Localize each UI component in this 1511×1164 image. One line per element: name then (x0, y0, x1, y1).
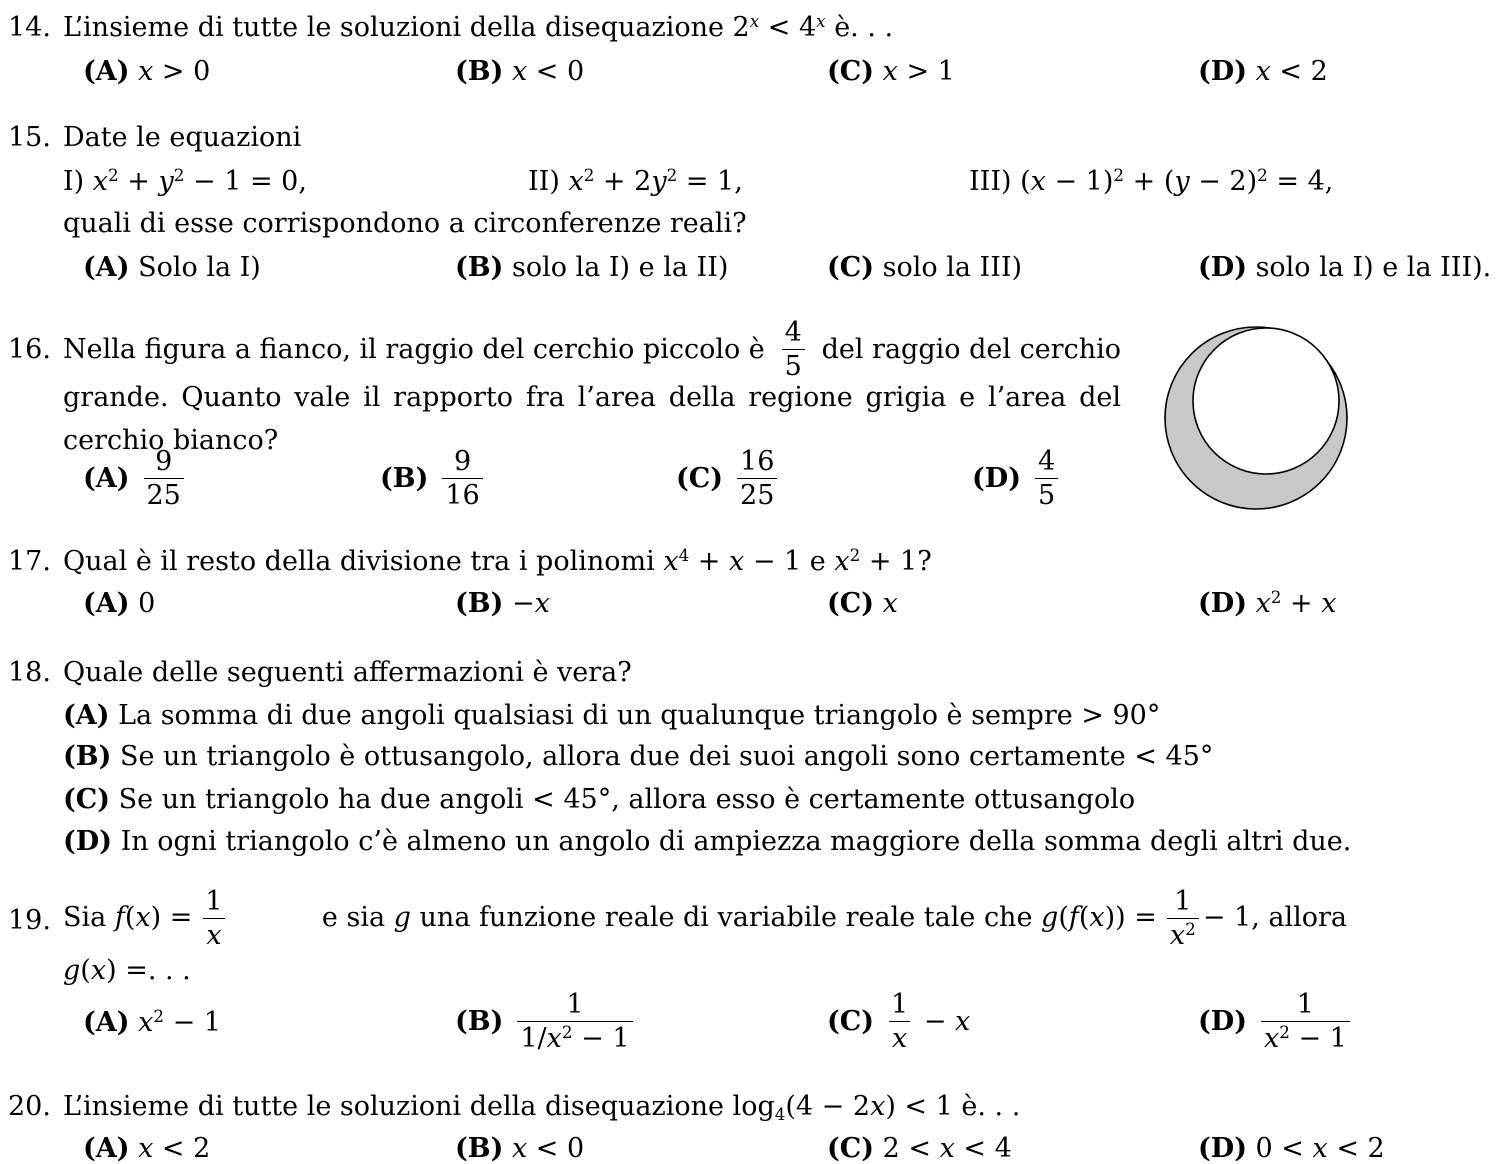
question-16-number: 16. (8, 334, 51, 365)
question-14-number: 14. (8, 12, 51, 43)
q20-option-d[interactable]: (D) 0 < x < 2 (1198, 1133, 1385, 1164)
question-16-line-2: grande. Quanto vale il rapporto fra l’ar… (63, 382, 1121, 413)
question-20-text: L’insieme di tutte le soluzioni della di… (63, 1091, 1021, 1125)
q15-equation-3: III) (x − 1)2 + (y − 2)2 = 4, (969, 164, 1334, 197)
q17-option-d[interactable]: (D) x2 + x (1198, 586, 1337, 619)
q14-option-c[interactable]: (C) x > 1 (827, 56, 955, 87)
question-16-line-3: cerchio bianco? (63, 425, 279, 456)
question-16-line-1: Nella figura a fianco, il raggio del cer… (63, 316, 1121, 382)
question-14-text: L’insieme di tutte le soluzioni della di… (63, 10, 894, 43)
q14-option-d[interactable]: (D) x < 2 (1198, 56, 1328, 87)
q19-option-a[interactable]: (A) x2 − 1 (83, 1005, 221, 1038)
q17-option-a[interactable]: (A) 0 (83, 588, 156, 619)
question-20-number: 20. (8, 1091, 51, 1122)
question-18-text: Quale delle seguenti affermazioni è vera… (63, 657, 632, 688)
q18-option-b[interactable]: (B) Se un triangolo è ottusangolo, allor… (63, 741, 1214, 772)
question-15-number: 15. (8, 122, 51, 153)
q17-option-b[interactable]: (B) −x (455, 588, 550, 619)
question-19-line-2: g(x) =. . . (63, 955, 191, 986)
q20-option-c[interactable]: (C) 2 < x < 4 (827, 1133, 1012, 1164)
q15-equation-1: I) x2 + y2 − 1 = 0, (63, 164, 307, 197)
question-17-number: 17. (8, 546, 51, 577)
q16-circles-figure (1164, 326, 1348, 510)
q15-option-a[interactable]: (A) Solo la I) (83, 252, 261, 283)
q15-option-b[interactable]: (B) solo la I) e la II) (455, 252, 729, 283)
question-15-intro: Date le equazioni (63, 122, 302, 153)
q17-option-c[interactable]: (C) x (827, 588, 898, 619)
question-17-text: Qual è il resto della divisione tra i po… (63, 544, 932, 577)
q18-option-c[interactable]: (C) Se un triangolo ha due angoli < 45°,… (63, 784, 1136, 815)
q18-option-a[interactable]: (A) La somma di due angoli qualsiasi di … (63, 700, 1161, 731)
question-19-number: 19. (8, 905, 51, 936)
q14-option-a[interactable]: (A) x > 0 (83, 56, 211, 87)
question-15-text: quali di esse corrispondono a circonfere… (63, 208, 747, 239)
question-18-number: 18. (8, 657, 51, 688)
q15-option-d[interactable]: (D) solo la I) e la III). (1198, 252, 1492, 283)
small-white-circle (1192, 327, 1340, 475)
q20-option-b[interactable]: (B) x < 0 (455, 1133, 585, 1164)
q18-option-d[interactable]: (D) In ogni triangolo c’è almeno un ango… (63, 826, 1352, 857)
q20-option-a[interactable]: (A) x < 2 (83, 1133, 211, 1164)
q14-option-b[interactable]: (B) x < 0 (455, 56, 585, 87)
q15-option-c[interactable]: (C) solo la III) (827, 252, 1023, 283)
q15-equation-2: II) x2 + 2y2 = 1, (528, 164, 743, 197)
